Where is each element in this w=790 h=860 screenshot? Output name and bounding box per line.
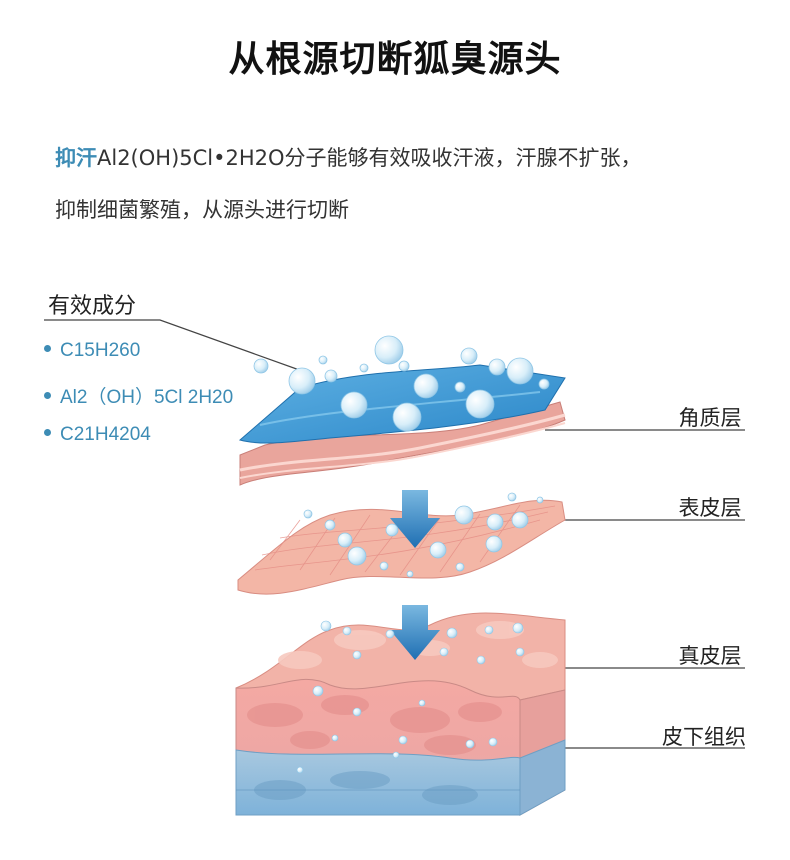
- label-dermis: 真皮层: [660, 640, 760, 670]
- bullet-icon: [44, 345, 51, 352]
- label-epidermis: 表皮层: [660, 492, 760, 522]
- ingredient-label: C15H260: [60, 340, 140, 361]
- ingredient-label: Al2（OH）5Cl 2H20: [60, 387, 233, 408]
- ingredient-label: C21H4204: [60, 424, 151, 445]
- dermis-block: [236, 613, 565, 815]
- bullet-icon: [44, 392, 51, 399]
- ingredient-item: Al2（OH）5Cl 2H20: [44, 382, 233, 409]
- ingredient-item: C21H4204: [44, 424, 151, 446]
- label-stratum-corneum: 角质层: [660, 402, 760, 432]
- label-subcutaneous: 皮下组织: [648, 721, 760, 751]
- ingredients-heading: 有效成分: [48, 288, 136, 320]
- bullet-icon: [44, 429, 51, 436]
- ingredient-item: C15H260: [44, 340, 140, 362]
